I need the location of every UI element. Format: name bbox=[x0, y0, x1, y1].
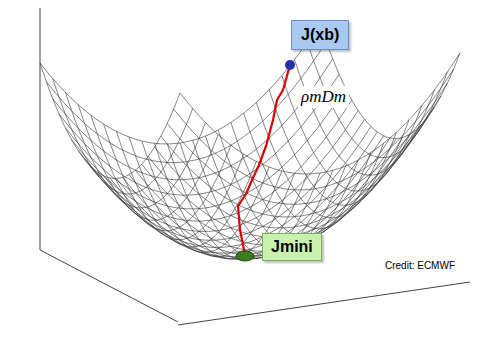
box-text: J(xb) bbox=[301, 26, 339, 44]
credit-note: Credit: ECMWF bbox=[382, 259, 458, 272]
start-dot bbox=[285, 60, 295, 70]
descent-path bbox=[238, 65, 290, 255]
label-box: Jmini bbox=[262, 233, 322, 261]
box-text: Jmini bbox=[271, 238, 313, 256]
path-label: ρmDm bbox=[298, 86, 349, 108]
minimum-marker bbox=[236, 251, 254, 261]
axes bbox=[40, 8, 470, 325]
surface-mesh bbox=[40, 23, 460, 260]
label-box: J(xb) bbox=[291, 20, 349, 50]
